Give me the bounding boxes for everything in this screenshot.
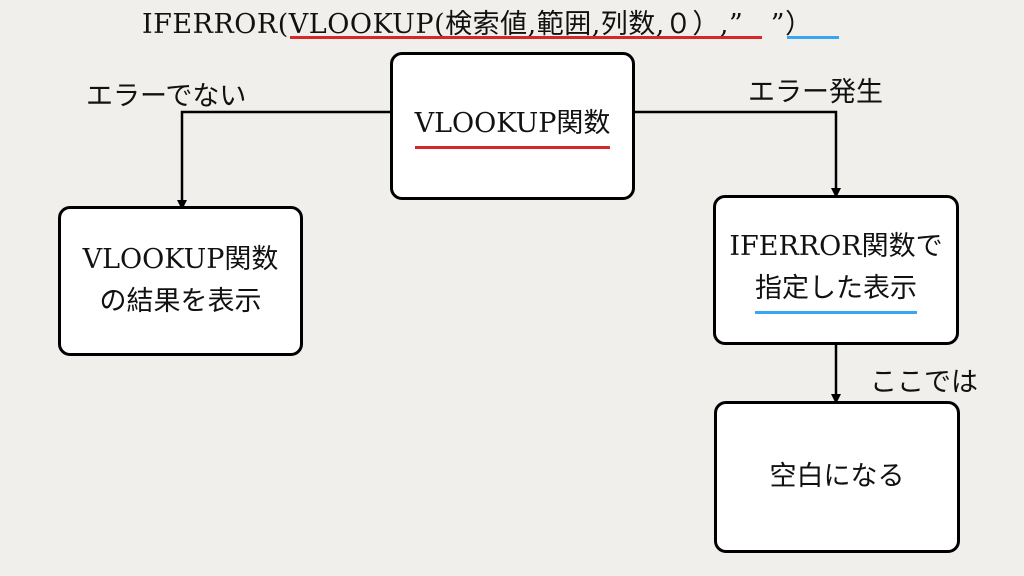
box-iferror-display: IFERROR関数で 指定した表示 [713, 195, 959, 345]
box-vlookup: VLOOKUP関数 [390, 52, 635, 200]
box-blank-text: 空白になる [769, 461, 905, 493]
box-blank: 空白になる [714, 401, 960, 553]
label-error: エラー発生 [748, 77, 883, 108]
box-vlookup-result: VLOOKUP関数 の結果を表示 [58, 206, 303, 356]
formula-vlookup-underline [290, 36, 762, 39]
box-result-line2: の結果を表示 [99, 286, 262, 317]
box-iferror-line2: 指定した表示 [755, 268, 917, 315]
box-result-line1: VLOOKUP関数 [82, 244, 279, 276]
box-iferror-line1: IFERROR関数で [729, 230, 943, 262]
label-no-error: エラーでない [86, 81, 247, 112]
formula-blank-underline [787, 36, 839, 39]
formula-text: IFERROR(VLOOKUP(検索値,範囲,列数,０）,” ”） [142, 9, 813, 40]
arrow-no-error [177, 110, 390, 210]
box-vlookup-text: VLOOKUP関数 [414, 103, 611, 150]
arrow-error [633, 110, 841, 198]
label-here: ここでは [870, 367, 978, 398]
